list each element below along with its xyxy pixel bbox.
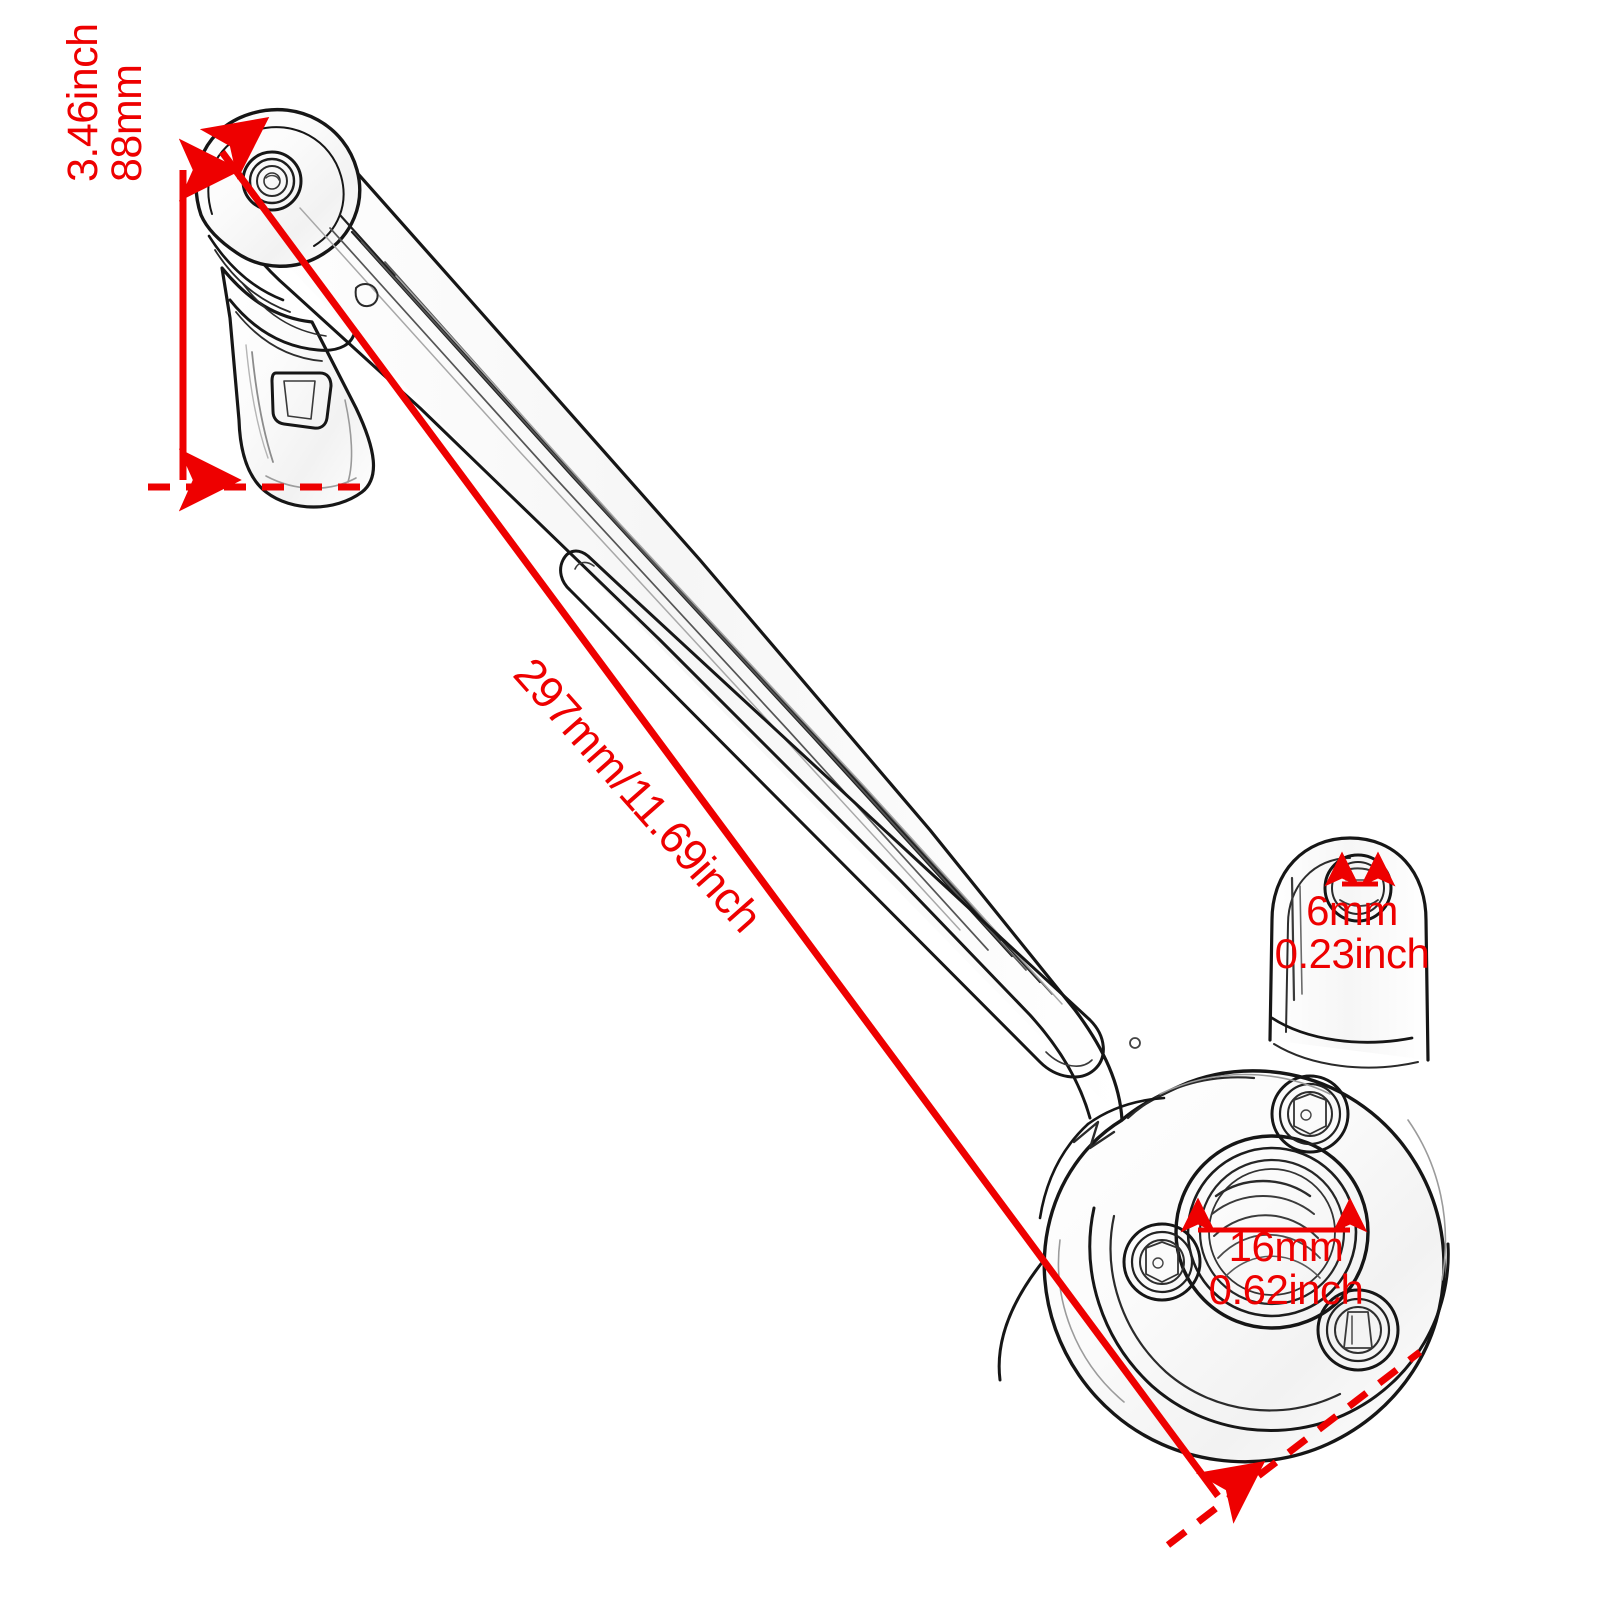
bore-dimension-label: 16mm 0.62inch (1196, 1223, 1376, 1313)
small-hole-label-inch: 0.23inch (1274, 929, 1430, 977)
bore-label-mm: 16mm (1228, 1223, 1344, 1270)
length-dimension-line (199, 116, 1266, 1524)
upper-tab (1268, 836, 1430, 1069)
small-hole-dimension-label: 6mm 0.23inch (1262, 887, 1442, 977)
height-label-inch: 3.46inch (59, 23, 107, 182)
lower-datum-dashed-line (1165, 1349, 1423, 1548)
height-label-mm: 88mm (102, 64, 151, 182)
bore-label-inch: 0.62inch (1208, 1265, 1364, 1313)
pinch-bolt-lower-right (1316, 1288, 1400, 1372)
pinch-bolt-upper (1270, 1074, 1350, 1154)
height-dimension-label: 3.46inch 88mm (59, 0, 151, 182)
small-hole-label-mm: 6mm (1306, 887, 1398, 934)
